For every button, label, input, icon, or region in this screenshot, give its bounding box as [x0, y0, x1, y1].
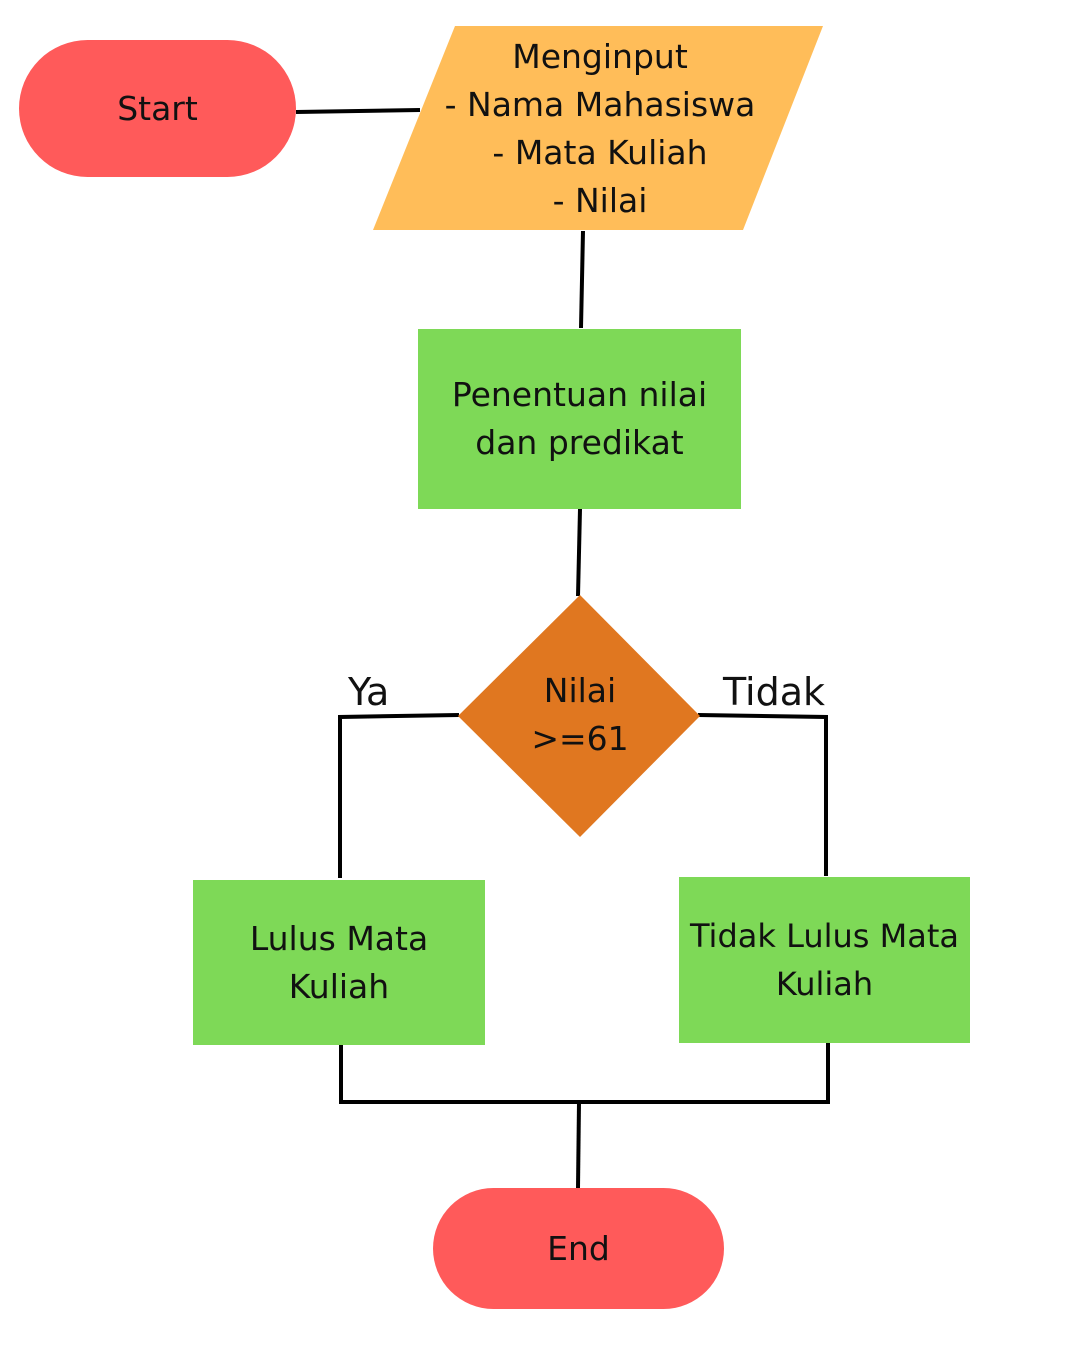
fail-line-2: Kuliah — [775, 965, 874, 1003]
no-branch-label: Tidak — [723, 670, 826, 714]
fail-line-1: Tidak Lulus Mata — [689, 917, 959, 955]
connector-start-input — [295, 108, 421, 114]
pass-node: Lulus Mata Kuliah — [193, 880, 485, 1045]
end-terminal: End — [433, 1188, 724, 1309]
connector-process-decision — [576, 508, 582, 597]
decision-line-2: >=61 — [531, 719, 629, 758]
process-line-2: dan predikat — [475, 423, 684, 462]
decision-node: Nilai >=61 — [500, 665, 660, 765]
process-node: Penentuan nilai dan predikat — [418, 329, 741, 509]
input-line-1: Menginput — [512, 37, 688, 76]
connector-merge-end — [576, 1101, 581, 1189]
connector-decision-yes — [338, 713, 460, 878]
decision-shape — [458, 595, 700, 837]
input-line-2: - Nama Mahasiswa — [444, 85, 756, 124]
start-label: Start — [117, 88, 198, 128]
connector-decision-no — [697, 713, 828, 876]
input-line-4: - Nilai — [552, 181, 648, 220]
start-terminal: Start — [19, 40, 296, 177]
connector-input-process — [579, 230, 585, 329]
decision-line-1: Nilai — [543, 671, 617, 710]
fail-node: Tidak Lulus Mata Kuliah — [679, 877, 970, 1043]
yes-branch-label: Ya — [348, 670, 390, 714]
connector-merge — [339, 1041, 830, 1104]
process-line-1: Penentuan nilai — [451, 375, 708, 414]
pass-line-1: Lulus Mata — [249, 918, 429, 958]
input-shape — [373, 26, 823, 230]
input-line-3: - Mata Kuliah — [492, 133, 708, 172]
pass-line-2: Kuliah — [288, 966, 390, 1006]
end-label: End — [547, 1228, 610, 1268]
input-node: Menginput - Nama Mahasiswa - Mata Kuliah… — [430, 32, 770, 226]
